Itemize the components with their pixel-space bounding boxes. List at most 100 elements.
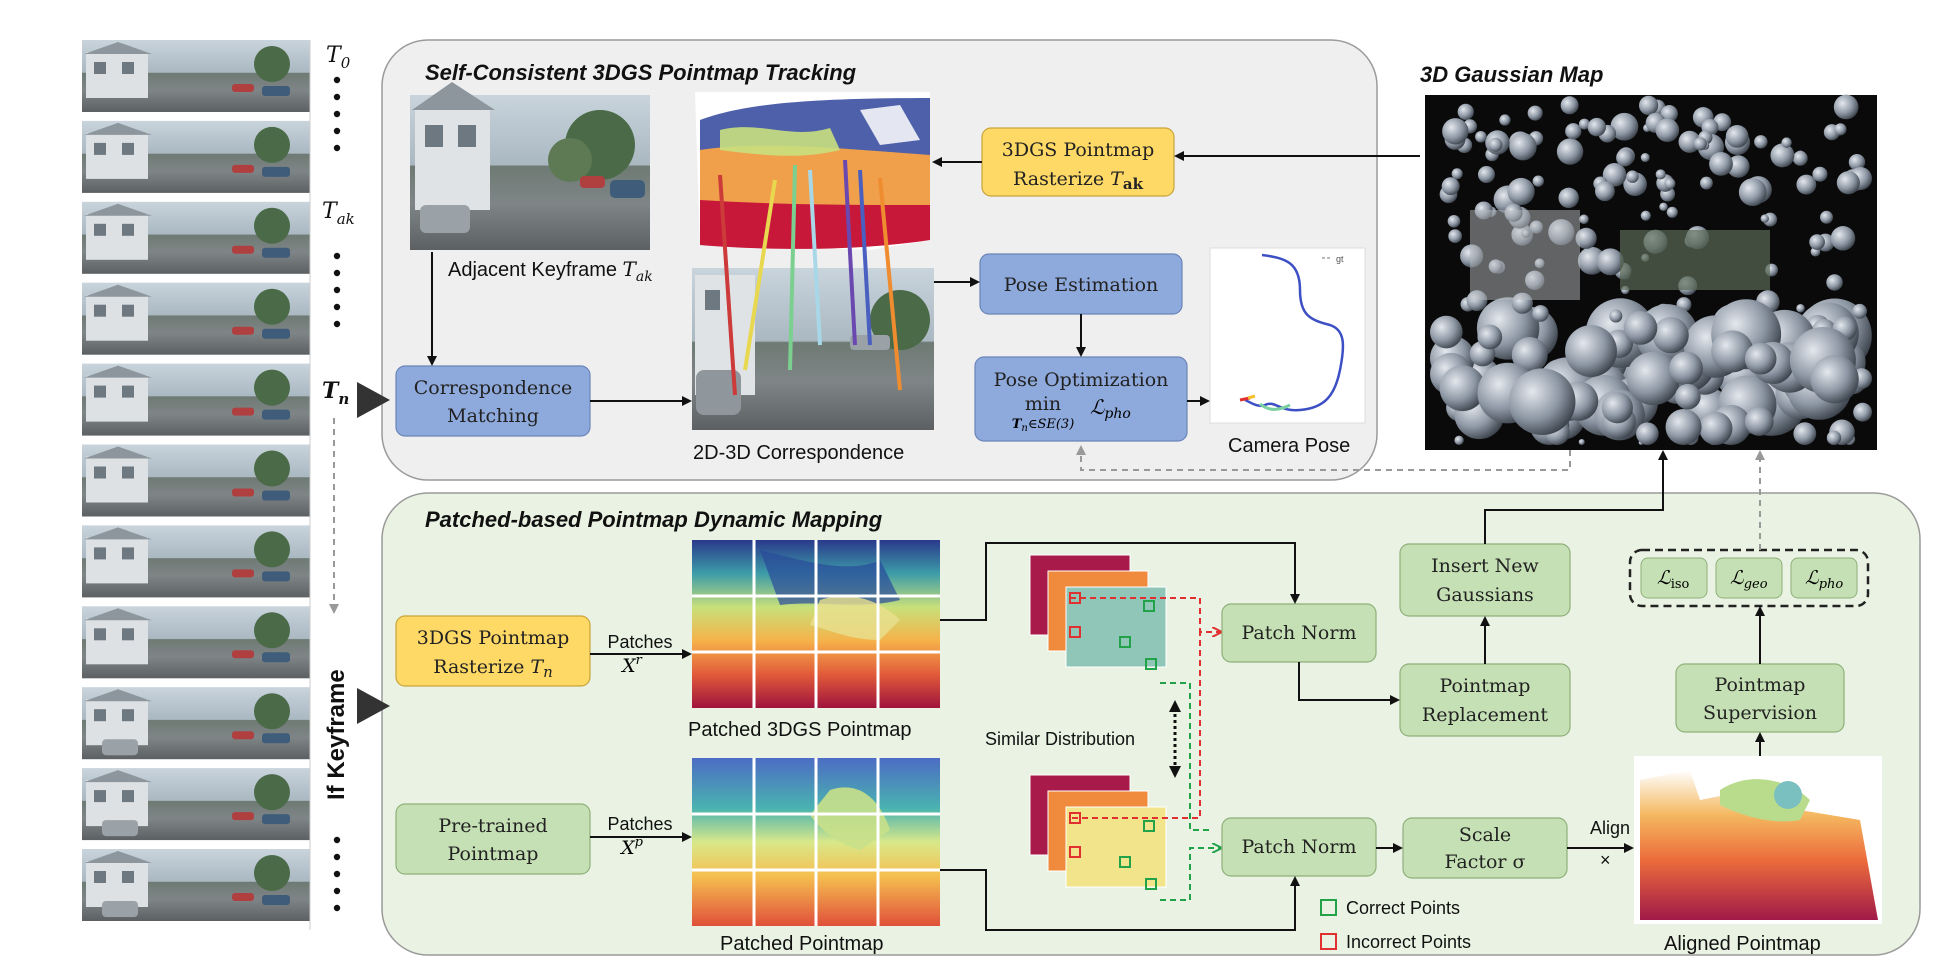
loss-pho-label: ℒpho [1805,567,1843,592]
rasterize-tn-line1: 3DGS Pointmap [417,627,569,649]
frame-thumbnail [82,849,310,921]
correspondence-matching-line2: Matching [447,405,539,427]
patch-stack-top [1029,554,1167,670]
aligned-pointmap-caption: Aligned Pointmap [1664,933,1821,955]
pose-optimization-line1: Pose Optimization [994,369,1169,391]
frame-dots-middle [333,252,341,328]
frame-thumbnail [82,525,310,598]
pretrained-pointmap-line1: Pre-trained [438,815,547,837]
correspondence-pointmap-3d [695,92,930,250]
ellipsis-dot [333,252,341,260]
scale-factor-line1: Scale [1459,824,1511,846]
frame-thumbnail [82,444,310,517]
patched-pointmap-caption: Patched Pointmap [720,933,883,955]
correct-points-route-bottom [1160,848,1220,901]
insert-gaussians-line1: Insert New [1431,555,1539,577]
gaussian-map-title: 3D Gaussian Map [1420,62,1603,87]
ellipsis-dot [333,269,341,277]
incorrect-points-swatch [1320,933,1337,950]
arrow-insert-to-gaussian-map [1484,450,1668,544]
tracking-title: Self-Consistent 3DGS Pointmap Tracking [425,60,857,85]
correct-point-marker [1143,600,1155,612]
rasterize-tn-box [395,615,591,687]
svg-text:gt: gt [1336,254,1344,264]
similar-distribution-label: Similar Distribution [985,729,1135,749]
aligned-pointmap-image [1634,756,1882,924]
insert-gaussians-line2: Gaussians [1436,584,1534,606]
patches-top-symbol: Xr [620,653,643,677]
similar-distribution-arrowhead-bottom [1169,766,1181,778]
incorrect-points-route-bottom [1072,632,1201,819]
pose-optimization-subscript: Tn∈SE(3) [1012,417,1075,434]
ellipsis-dot [333,127,341,135]
incorrect-point-marker [1069,626,1081,638]
loss-iso-label: ℒiso [1657,567,1690,592]
patch-stack-bottom [1029,774,1167,890]
ellipsis-dot [333,286,341,294]
correct-points-label: Correct Points [1346,898,1460,918]
frame-thumbnail [82,120,310,193]
patched-3dgs-pointmap-image [692,540,940,708]
ellipsis-dot [333,303,341,311]
ellipsis-dot [333,320,341,328]
ellipsis-dot [333,836,341,844]
pointmap-replacement-line2: Replacement [1422,704,1548,726]
arrow-patched3dgs-to-patchnorm [940,542,1300,621]
frame-thumbnail [82,40,310,112]
rasterize-tn-line2: Rasterize Tn [433,656,553,681]
correct-point-marker [1145,878,1157,890]
pose-optimization-box [974,356,1188,442]
frame-label-tn: Tn [322,378,349,408]
mapping-title: Patched-based Pointmap Dynamic Mapping [425,507,883,532]
correct-point-marker [1119,856,1131,868]
loss-group-frame [1628,548,1870,608]
camera-pose-plot: gt [1209,247,1366,424]
patched-3dgs-caption: Patched 3DGS Pointmap [688,719,911,741]
pointmap-supervision-line1: Pointmap [1715,674,1806,696]
incorrect-points-label: Incorrect Points [1346,932,1471,952]
gaussian-map-image [1425,94,1877,450]
pointmap-supervision-line2: Supervision [1703,702,1817,724]
ellipsis-dot [333,887,341,895]
gaussian-map-to-pose-opt-dashed [1076,445,1571,471]
frame-thumbnail [82,363,310,436]
ellipsis-dot [333,853,341,861]
ellipsis-dot [333,870,341,878]
patches-bottom-symbol: Xp [619,835,644,859]
ellipsis-dot [333,110,341,118]
pointmap-replacement-line1: Pointmap [1440,675,1531,697]
patch-norm-top-label: Patch Norm [1242,622,1357,644]
rasterize-tak-line1: 3DGS Pointmap [1002,139,1154,161]
correct-point-marker [1143,820,1155,832]
frame-dots-lower [333,836,341,912]
frame-thumbnail [82,687,310,760]
similar-distribution-arrowhead-top [1169,700,1181,712]
loss-iso-box [1640,557,1708,599]
patch-norm-bottom-label: Patch Norm [1242,836,1357,858]
mapping-entry-arrow [357,688,390,724]
align-times: × [1600,850,1611,870]
if-keyframe-label: If Keyframe [323,669,350,800]
loss-geo-box [1715,557,1783,599]
ellipsis-dot [333,76,341,84]
frame-dots-upper [333,76,341,152]
incorrect-point-marker [1069,812,1081,824]
patched-pointmap-image [692,758,940,926]
frame-thumbnail [82,201,310,274]
arrow-patchnorm-to-replacement [1298,662,1400,705]
correspondence-matching-line1: Correspondence [414,377,573,399]
incorrect-point-marker [1069,846,1081,858]
ellipsis-dot [333,144,341,152]
scale-factor-line2: Factor σ [1444,851,1525,873]
input-frame-strip [82,40,311,930]
ellipsis-dot [333,904,341,912]
pose-optimization-min: min [1025,393,1061,415]
camera-pose-caption: Camera Pose [1228,435,1350,457]
patches-bottom-label: Patches [607,814,672,834]
loss-pho-box [1790,557,1858,599]
ellipsis-dot [333,93,341,101]
frame-thumbnail [82,282,310,355]
frame-thumbnail [82,768,310,841]
pose-optimization-loss: ℒpho [1090,395,1131,422]
